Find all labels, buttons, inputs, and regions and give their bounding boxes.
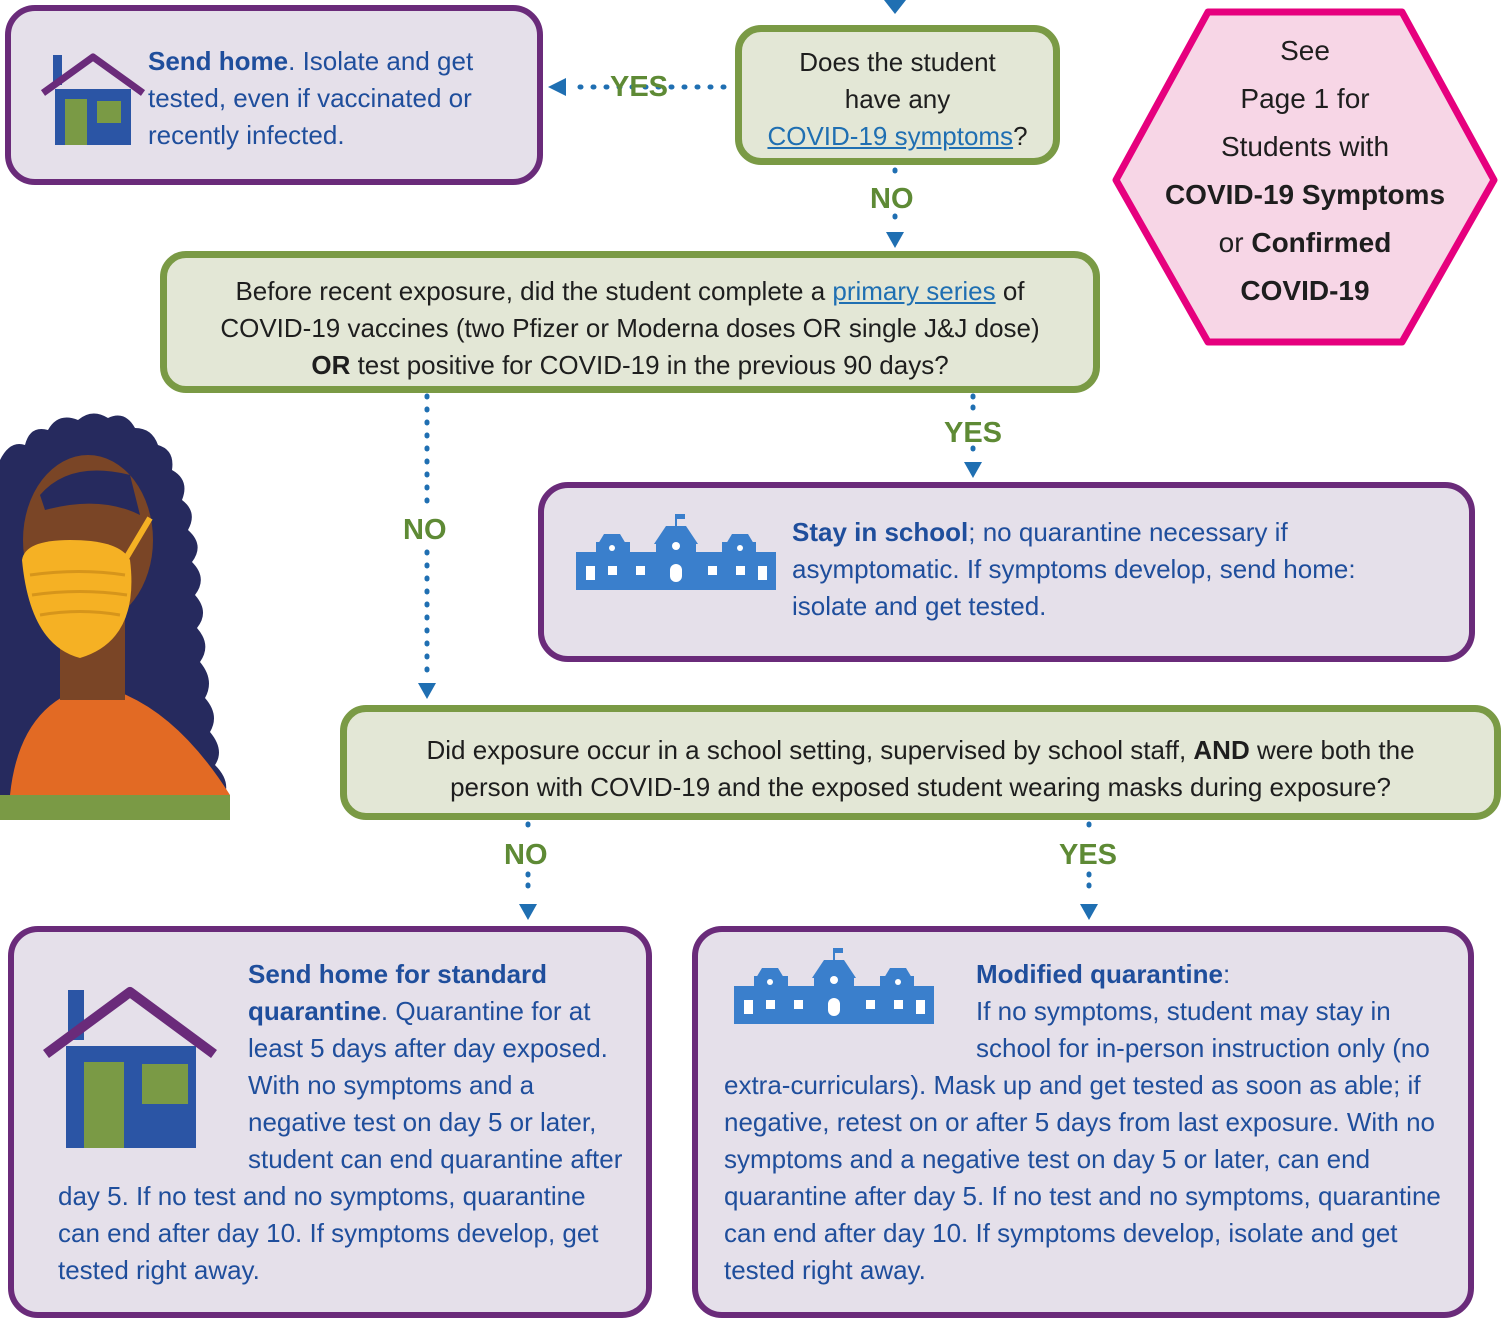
stay-in-school-text: ; no quarantine necessary if asymptomati… — [792, 517, 1356, 621]
send-home-title: Send home — [148, 46, 289, 76]
q3-text-a: Did exposure occur in a school setting, … — [426, 735, 1194, 765]
q3-text-c: person with — [450, 772, 591, 802]
school-icon — [734, 948, 934, 1024]
arrow-left-send-home — [548, 78, 566, 96]
label-no-q1: NO — [870, 183, 914, 215]
primary-series-link[interactable]: primary series — [832, 276, 996, 306]
modified-quarantine-title: Modified quarantine — [976, 959, 1223, 989]
standard-quarantine-text: . Quarantine for at least 5 days after d… — [58, 996, 623, 1285]
q2-covid-1: COVID — [220, 313, 303, 343]
question-symptoms-box: Does the student have any COVID-19 sympt… — [735, 25, 1060, 165]
q2-text-a: Before recent exposure, did the student … — [235, 276, 833, 306]
school-icon — [576, 514, 776, 590]
q2-or: OR — [311, 350, 351, 380]
covid-symptoms-link[interactable]: COVID-19 symptoms — [767, 121, 1014, 151]
house-icon — [40, 53, 146, 145]
label-no-q2: NO — [403, 514, 447, 546]
label-no-q3: NO — [504, 839, 548, 871]
question-vaccine-box: Before recent exposure, did the student … — [160, 251, 1100, 393]
q1-end: ? — [1013, 121, 1028, 151]
q2-text-e: test positive for — [350, 350, 540, 380]
arrow-down-stay — [964, 462, 982, 478]
label-yes-q1: YES — [610, 71, 669, 103]
see-page-l5a: or — [1218, 227, 1252, 258]
standard-quarantine-title: Send home for standard quarantine — [248, 959, 548, 1026]
see-page-l6: COVID-19 — [1240, 275, 1370, 306]
q3-covid: COVID — [590, 772, 673, 802]
see-page-l3: Students with — [1220, 131, 1390, 162]
q2-text-b: of — [995, 276, 1025, 306]
see-page-l2: Page 1 for — [1240, 83, 1370, 114]
see-page-hexagon — [1112, 8, 1498, 346]
house-icon — [43, 987, 217, 1148]
arrow-down-q3 — [418, 683, 436, 699]
q2-covid-2: COVID — [539, 350, 622, 380]
q3-text-e: -19 and the exposed student wearing mask… — [672, 772, 1391, 802]
send-home-box: Send home. Isolate and get tested, even … — [5, 5, 543, 185]
see-page-l4: COVID-19 Symptoms — [1164, 179, 1446, 210]
modified-quarantine-text: If no symptoms, student may stay in scho… — [724, 996, 1441, 1285]
arrow-down-modified — [1080, 904, 1098, 920]
modified-quarantine-colon: : — [1223, 959, 1231, 989]
q2-text-d: -19 vaccines (two Pfizer or Moderna dose… — [302, 313, 1040, 343]
stay-in-school-title: Stay in school — [792, 517, 969, 547]
send-home-text: . Isolate and get tested, even if vaccin… — [148, 46, 474, 150]
q3-and: AND — [1193, 735, 1250, 765]
q2-text-g: -19 in the previous 90 days? — [622, 350, 949, 380]
modified-quarantine-box: Modified quarantine: If no symptoms, stud… — [692, 926, 1474, 1318]
stay-in-school-box: Stay in school; no quarantine necessary … — [538, 482, 1475, 662]
q3-text-b: were both the — [1249, 735, 1415, 765]
q1-line1: Does the student — [799, 47, 996, 77]
label-yes-q2: YES — [944, 417, 1003, 449]
see-page-text: See Page 1 for Students with COVID-19 Sy… — [1112, 27, 1498, 315]
question-school-setting-box: Did exposure occur in a school setting, … — [340, 705, 1501, 820]
label-yes-q3: YES — [1059, 839, 1118, 871]
arrow-top — [884, 0, 906, 14]
see-page-l5b: Confirmed — [1251, 227, 1392, 258]
masked-woman-illustration — [0, 413, 230, 820]
arrow-down-standard — [519, 904, 537, 920]
standard-quarantine-box: Send home for standard quarantine. Quara… — [8, 926, 652, 1318]
arrow-down-q2 — [886, 232, 904, 248]
q1-line2: have any — [844, 84, 951, 114]
see-page-l1: See — [1280, 35, 1330, 66]
